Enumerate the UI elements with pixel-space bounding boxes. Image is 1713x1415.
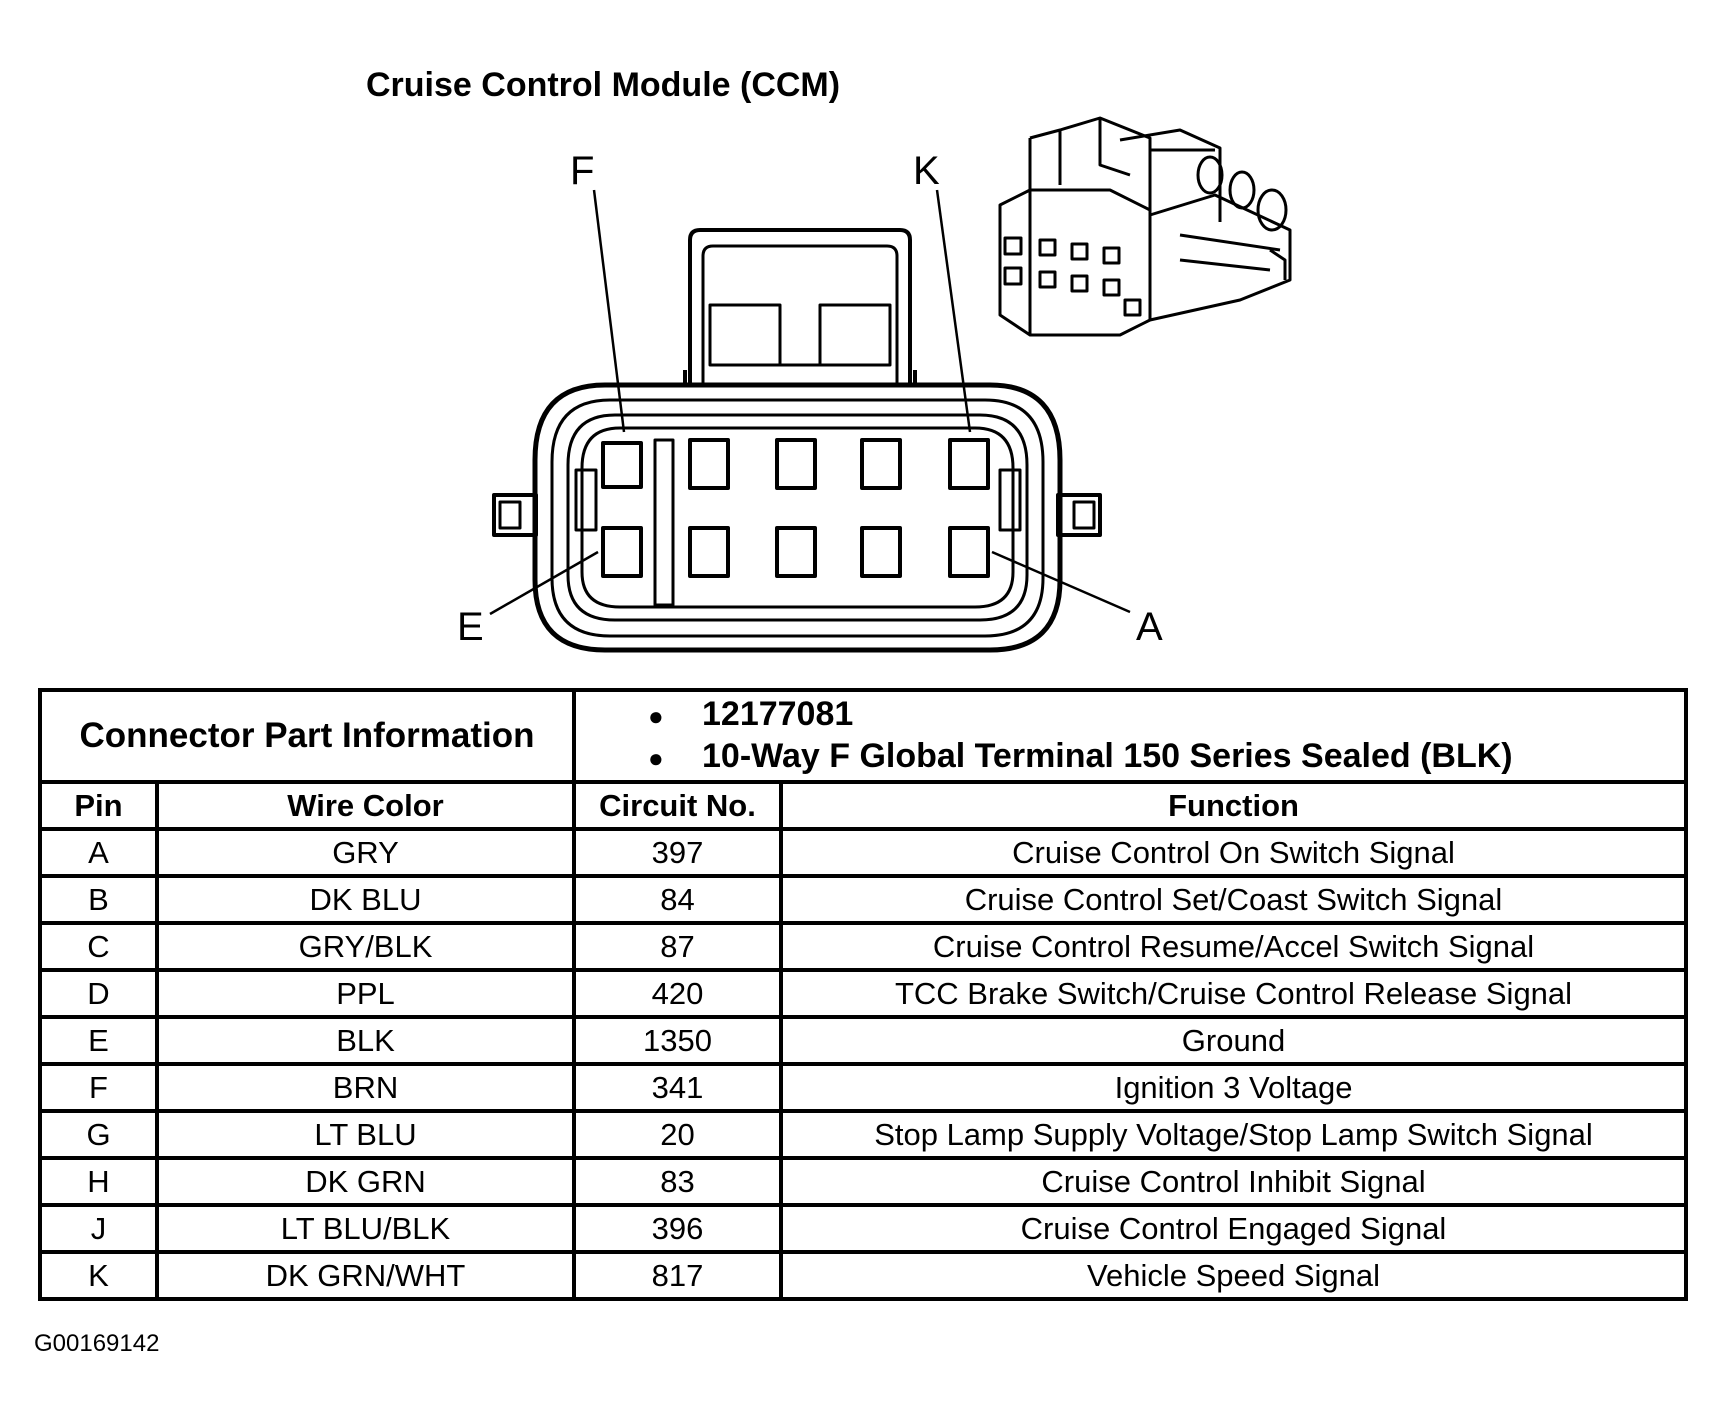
connector-body bbox=[532, 382, 1063, 653]
bullet-icon: ● bbox=[648, 701, 664, 731]
leader-f bbox=[592, 189, 626, 433]
circuit-cell: 341 bbox=[572, 1062, 783, 1113]
pinout-table: Connector Part Information ● 12177081 ● 10… bbox=[38, 688, 1689, 1301]
center-key bbox=[653, 438, 675, 607]
part-info-row: Connector Part Information ● 12177081 ● 10… bbox=[38, 688, 1689, 784]
pin-cell: E bbox=[38, 1015, 159, 1066]
function-cell: TCC Brake Switch/Cruise Control Release … bbox=[778, 968, 1689, 1019]
cavity-a bbox=[948, 526, 990, 578]
circuit-cell: 84 bbox=[572, 874, 783, 925]
pin-cell: A bbox=[38, 827, 159, 878]
pin-cell: D bbox=[38, 968, 159, 1019]
circuit-cell: 87 bbox=[572, 921, 783, 972]
function-cell: Cruise Control Set/Coast Switch Signal bbox=[778, 874, 1689, 925]
cavity-e bbox=[601, 526, 643, 578]
leader-a bbox=[991, 550, 1131, 614]
part-description: 10-Way F Global Terminal 150 Series Seal… bbox=[702, 737, 1513, 775]
circuit-cell: 420 bbox=[572, 968, 783, 1019]
cavity-g bbox=[688, 438, 730, 490]
pin-cell: H bbox=[38, 1156, 159, 1207]
header-wire-color: Wire Color bbox=[155, 780, 576, 831]
wire-color-cell: PPL bbox=[155, 968, 576, 1019]
circuit-cell: 397 bbox=[572, 827, 783, 878]
function-cell: Cruise Control Resume/Accel Switch Signa… bbox=[778, 921, 1689, 972]
pin-cell: K bbox=[38, 1250, 159, 1301]
cavity-h bbox=[775, 438, 817, 490]
bullet-icon: ● bbox=[648, 743, 664, 774]
callout-a: A bbox=[1136, 605, 1163, 649]
wire-color-cell: LT BLU/BLK bbox=[155, 1203, 576, 1254]
leader-e bbox=[489, 550, 599, 616]
diagram-title: Cruise Control Module (CCM) bbox=[366, 66, 841, 104]
header-pin: Pin bbox=[38, 780, 159, 831]
function-cell: Vehicle Speed Signal bbox=[778, 1250, 1689, 1301]
leader-k bbox=[935, 189, 972, 433]
callout-e: E bbox=[457, 605, 484, 649]
wire-color-cell: BLK bbox=[155, 1015, 576, 1066]
pin-cell: C bbox=[38, 921, 159, 972]
wire-color-cell: GRY/BLK bbox=[155, 921, 576, 972]
wire-color-cell: GRY bbox=[155, 827, 576, 878]
function-cell: Cruise Control Engaged Signal bbox=[778, 1203, 1689, 1254]
cavity-d bbox=[688, 526, 730, 578]
right-tab bbox=[1056, 493, 1102, 537]
function-cell: Stop Lamp Supply Voltage/Stop Lamp Switc… bbox=[778, 1109, 1689, 1160]
pin-cell: F bbox=[38, 1062, 159, 1113]
connector-iso-view bbox=[998, 116, 1292, 337]
part-info-label: Connector Part Information bbox=[38, 688, 576, 784]
header-row: Pin Wire Color Circuit No. Function bbox=[38, 780, 1689, 831]
function-cell: Cruise Control On Switch Signal bbox=[778, 827, 1689, 878]
wire-color-cell: DK GRN bbox=[155, 1156, 576, 1207]
cavity-f bbox=[601, 441, 643, 489]
wire-color-cell: DK BLU bbox=[155, 874, 576, 925]
cavity-b bbox=[860, 526, 902, 578]
callout-k: K bbox=[913, 149, 940, 193]
circuit-cell: 83 bbox=[572, 1156, 783, 1207]
function-cell: Ground bbox=[778, 1015, 1689, 1066]
part-number: 12177081 bbox=[702, 694, 854, 733]
function-cell: Cruise Control Inhibit Signal bbox=[778, 1156, 1689, 1207]
connector-diagram: F K E A bbox=[457, 116, 1292, 653]
left-tab bbox=[492, 493, 538, 537]
pin-cell: J bbox=[38, 1203, 159, 1254]
pin-cell: G bbox=[38, 1109, 159, 1160]
connector-latch bbox=[688, 228, 912, 385]
wire-color-cell: LT BLU bbox=[155, 1109, 576, 1160]
circuit-cell: 1350 bbox=[572, 1015, 783, 1066]
callout-f: F bbox=[570, 149, 594, 193]
cavity-c bbox=[775, 526, 817, 578]
part-info-item: ● 10-Way F Global Terminal 150 Series Sea… bbox=[648, 736, 1684, 778]
cavity-j bbox=[860, 438, 902, 490]
circuit-cell: 817 bbox=[572, 1250, 783, 1301]
header-function: Function bbox=[778, 780, 1689, 831]
part-info-list: ● 12177081 ● 10-Way F Global Terminal 150 … bbox=[571, 688, 1689, 784]
function-cell: Ignition 3 Voltage bbox=[778, 1062, 1689, 1113]
wire-color-cell: DK GRN/WHT bbox=[155, 1250, 576, 1301]
circuit-cell: 20 bbox=[572, 1109, 783, 1160]
part-info-item: ● 12177081 bbox=[648, 694, 1684, 736]
cavity-k bbox=[948, 438, 990, 490]
circuit-cell: 396 bbox=[572, 1203, 783, 1254]
header-circuit: Circuit No. bbox=[572, 780, 783, 831]
pin-cell: B bbox=[38, 874, 159, 925]
wire-color-cell: BRN bbox=[155, 1062, 576, 1113]
figure-code: G00169142 bbox=[34, 1330, 160, 1357]
